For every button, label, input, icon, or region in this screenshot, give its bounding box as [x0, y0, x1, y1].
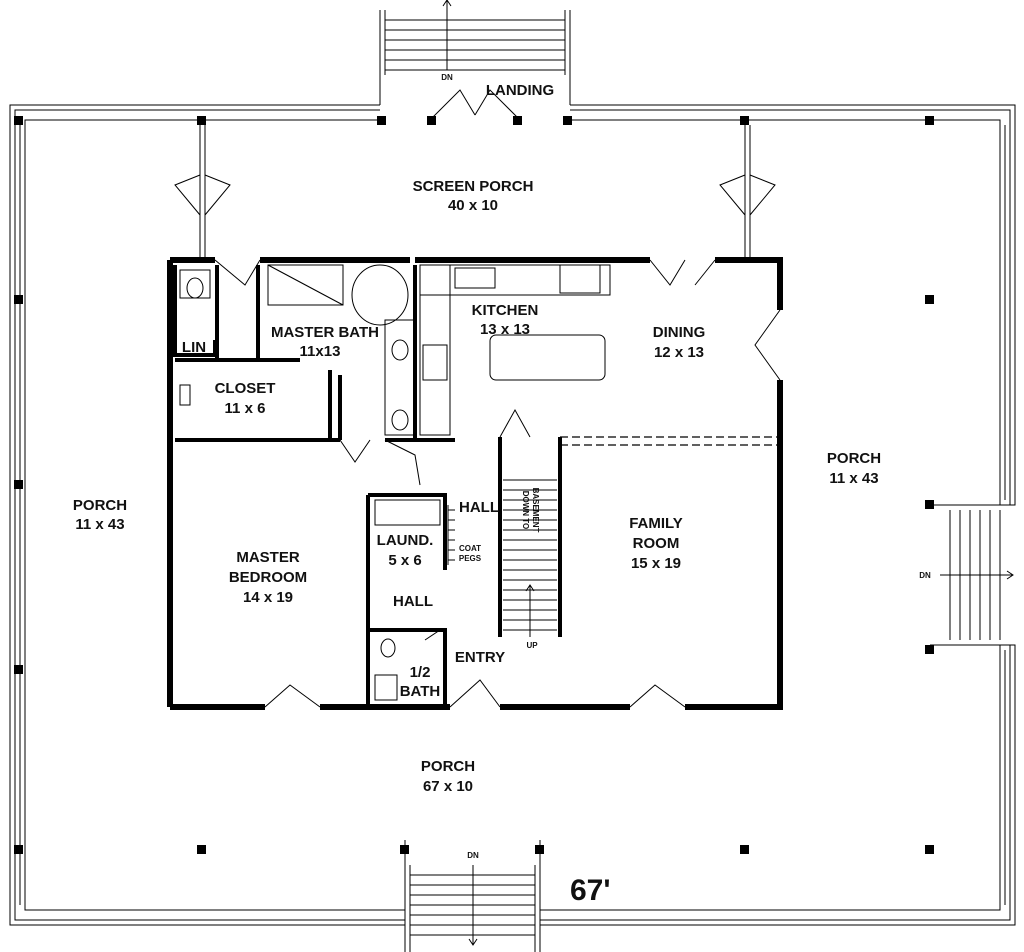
up-label: UP	[526, 641, 538, 650]
coat-pegs-label: PEGS	[459, 554, 482, 563]
room-label-lin: LIN	[182, 339, 206, 356]
stair-note: BASEMENT	[531, 488, 540, 533]
room-label-closet: CLOSET	[215, 380, 276, 397]
room-label-porch-front: PORCH	[421, 758, 475, 775]
room-label-master-bath: MASTER BATH	[271, 324, 379, 341]
room-label-family-room: ROOM	[633, 535, 680, 552]
stair-note: DOWN TO	[521, 491, 530, 530]
top-stairs	[379, 0, 571, 105]
room-size-family-room: 15 x 19	[631, 555, 681, 572]
room-label-entry: ENTRY	[455, 649, 505, 666]
room-label-porch-right: PORCH	[827, 450, 881, 467]
room-label-family-room: FAMILY	[629, 515, 683, 532]
room-size-master-bedroom: 14 x 19	[243, 589, 293, 606]
bottom-stairs	[404, 840, 541, 952]
room-size-dining: 12 x 13	[654, 344, 704, 361]
dn-label: DN	[467, 851, 479, 860]
room-size-porch-left: 11 x 43	[75, 516, 124, 533]
room-label-porch-left: PORCH	[73, 497, 127, 514]
overall-width-dimension: 67'	[570, 874, 611, 907]
room-size-screen-porch: 40 x 10	[448, 197, 498, 214]
room-label-half-bath: 1/2	[410, 664, 431, 681]
room-size-master-bath: 11x13	[300, 343, 341, 360]
right-stairs	[930, 504, 1015, 646]
room-size-closet: 11 x 6	[225, 400, 266, 417]
room-label-dining: DINING	[653, 324, 706, 341]
coat-pegs-label: COAT	[459, 544, 481, 553]
porch-railing	[9, 104, 1016, 926]
room-label-screen-porch: SCREEN PORCH	[413, 178, 534, 195]
dn-label: DN	[441, 73, 453, 82]
room-size-porch-front: 67 x 10	[423, 778, 473, 795]
room-size-porch-right: 11 x 43	[829, 470, 878, 487]
room-size-laundry: 5 x 6	[388, 552, 421, 569]
interior-walls	[173, 265, 562, 707]
room-label-laundry: LAUND.	[377, 532, 434, 549]
room-label-hall: HALL	[393, 593, 433, 610]
interior-stairs	[499, 408, 557, 637]
fixtures	[179, 264, 611, 701]
room-label-landing: LANDING	[486, 82, 554, 99]
exterior-walls	[167, 257, 783, 710]
room-size-kitchen: 13 x 13	[480, 321, 530, 338]
room-label-half-bath: BATH	[400, 683, 441, 700]
room-label-master-bedroom: MASTER	[236, 549, 300, 566]
room-label-hall: HALL	[459, 499, 499, 516]
room-label-kitchen: KITCHEN	[472, 302, 539, 319]
porch-posts	[14, 116, 934, 854]
dn-label: DN	[919, 571, 931, 580]
room-label-master-bedroom: BEDROOM	[229, 569, 307, 586]
